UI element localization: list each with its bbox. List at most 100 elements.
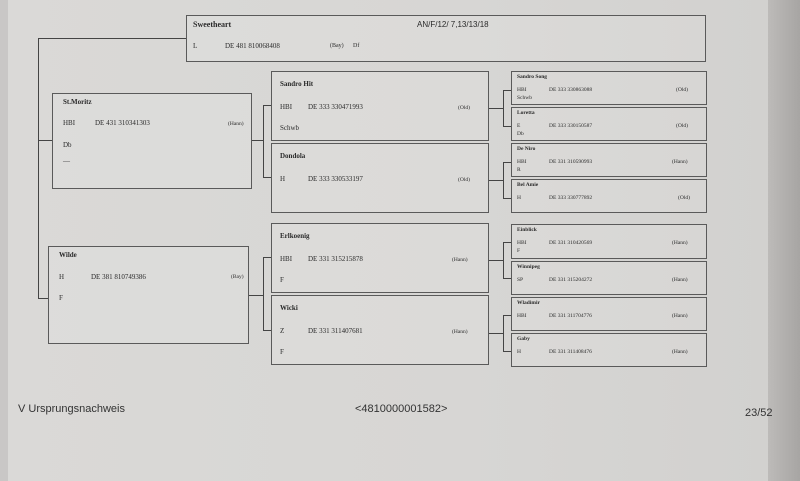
great-grandparent-line2: Schwb (517, 95, 532, 101)
sire-box: St.Moritz HBI DE 431 310341303 (Hann) Db… (52, 93, 252, 189)
great-grandparent-name: Winnipeg (517, 264, 540, 270)
great-grandparent-breed: SP (517, 277, 524, 283)
dam-breed: H (59, 273, 65, 281)
great-grandparent-box: Sandro Song HBI DE 333 330863088 (Old) S… (511, 71, 707, 105)
great-grandparent-id: DE 331 311408476 (549, 349, 592, 355)
great-grandparent-id: DE 333 330777892 (549, 195, 593, 201)
grandparent-breed: HBI (280, 103, 293, 111)
great-grandparent-breed: HBI (517, 240, 527, 246)
page-edge-shadow (768, 0, 800, 481)
footer-page-number: 23/52 (745, 407, 773, 419)
footer-document-number: <4810000001582> (355, 403, 448, 415)
grandparent-id: DE 331 311407681 (308, 327, 363, 335)
grandparent-line2: F (280, 348, 284, 356)
tree-line (38, 38, 186, 39)
tree-line (503, 126, 511, 127)
great-grandparent-name: Bel Amie (517, 182, 539, 188)
grandparent-id: DE 333 330471993 (308, 103, 363, 111)
tree-line (503, 162, 511, 163)
subject-breed: L (193, 42, 198, 50)
great-grandparent-reg: (Old) (676, 87, 688, 93)
tree-line (503, 90, 504, 126)
tree-line (489, 333, 503, 334)
subject-code: AN/F/12/ 7,13/13/18 (417, 20, 489, 29)
grandparent-name: Sandro Hit (280, 80, 314, 88)
great-grandparent-name: De Niro (517, 146, 536, 152)
great-grandparent-name: Gaby (517, 336, 530, 342)
grandparent-box: Dondola H DE 333 330533197 (Old) (271, 143, 489, 213)
grandparent-reg: (Hann) (452, 257, 468, 263)
tree-line (263, 257, 271, 258)
dam-box: Wilde H DE 381 810749386 (Bay) F (48, 246, 249, 344)
tree-line (252, 140, 263, 141)
sire-line2: Db (63, 141, 72, 149)
tree-line (263, 105, 271, 106)
sire-name: St.Moritz (63, 98, 92, 106)
great-grandparent-box: Wladimir HBI DE 331 311704776 (Hann) (511, 297, 707, 331)
grandparent-id: DE 331 315215878 (308, 255, 363, 263)
dam-id: DE 381 810749386 (91, 273, 146, 281)
great-grandparent-id: DE 333 330150587 (549, 123, 593, 129)
tree-line (263, 330, 271, 331)
great-grandparent-name: Wladimir (517, 300, 540, 306)
great-grandparent-line2: F (517, 248, 521, 254)
sire-line3: — (63, 157, 70, 165)
subject-box: Sweetheart AN/F/12/ 7,13/13/18 L DE 481 … (186, 15, 706, 62)
great-grandparent-box: Bel Amie H DE 333 330777892 (Old) (511, 179, 707, 213)
subject-reg: (Bay) (330, 43, 344, 49)
grandparent-box: Erlkoenig HBI DE 331 315215878 (Hann) F (271, 223, 489, 293)
great-grandparent-breed: H (517, 349, 521, 355)
subject-name: Sweetheart (193, 20, 232, 29)
tree-line (489, 108, 503, 109)
subject-id: DE 481 810068408 (225, 42, 280, 50)
tree-line (503, 162, 504, 198)
dam-line2: F (59, 294, 63, 302)
grandparent-reg: (Hann) (452, 329, 468, 335)
great-grandparent-box: Einblick HBI DE 331 310420569 (Hann) F (511, 224, 707, 259)
grandparent-line2: Schwb (280, 124, 300, 132)
tree-line (263, 177, 271, 178)
dam-reg: (Bay) (231, 274, 244, 280)
grandparent-reg: (Old) (458, 177, 470, 183)
document-page (8, 0, 768, 481)
tree-line (503, 278, 511, 279)
tree-line (38, 298, 48, 299)
tree-line (263, 105, 264, 177)
great-grandparent-reg: (Hann) (672, 240, 688, 246)
great-grandparent-line2: Db (517, 131, 524, 137)
tree-line (503, 198, 511, 199)
great-grandparent-box: Winnipeg SP DE 331 315204272 (Hann) (511, 261, 707, 295)
grandparent-breed: Z (280, 327, 285, 335)
sire-breed: HBI (63, 119, 76, 127)
great-grandparent-reg: (Hann) (672, 349, 688, 355)
great-grandparent-breed: HBI (517, 159, 527, 165)
great-grandparent-reg: (Hann) (672, 277, 688, 283)
grandparent-breed: HBI (280, 255, 293, 263)
great-grandparent-name: Loretta (517, 110, 535, 116)
grandparent-box: Sandro Hit HBI DE 333 330471993 (Old) Sc… (271, 71, 489, 141)
great-grandparent-reg: (Hann) (672, 159, 688, 165)
great-grandparent-name: Einblick (517, 227, 537, 233)
great-grandparent-breed: H (517, 195, 521, 201)
great-grandparent-breed: HBI (517, 313, 527, 319)
tree-line (503, 242, 504, 278)
grandparent-name: Wicki (280, 304, 298, 312)
grandparent-line2: F (280, 276, 284, 284)
great-grandparent-id: DE 331 310420569 (549, 240, 593, 246)
great-grandparent-box: Loretta E DE 333 330150587 (Old) Db (511, 107, 707, 141)
great-grandparent-box: De Niro HBI DE 331 310590993 (Hann) R (511, 143, 707, 177)
great-grandparent-breed: HBI (517, 87, 527, 93)
tree-line (489, 180, 503, 181)
grandparent-name: Erlkoenig (280, 232, 310, 240)
tree-line (503, 315, 504, 351)
grandparent-id: DE 333 330533197 (308, 175, 363, 183)
tree-line (503, 351, 511, 352)
grandparent-reg: (Old) (458, 105, 470, 111)
dam-name: Wilde (59, 251, 77, 259)
tree-line (503, 90, 511, 91)
tree-line (503, 315, 511, 316)
subject-extra: Df (353, 43, 360, 49)
great-grandparent-line2: R (517, 167, 521, 173)
sire-id: DE 431 310341303 (95, 119, 150, 127)
great-grandparent-name: Sandro Song (517, 74, 548, 80)
